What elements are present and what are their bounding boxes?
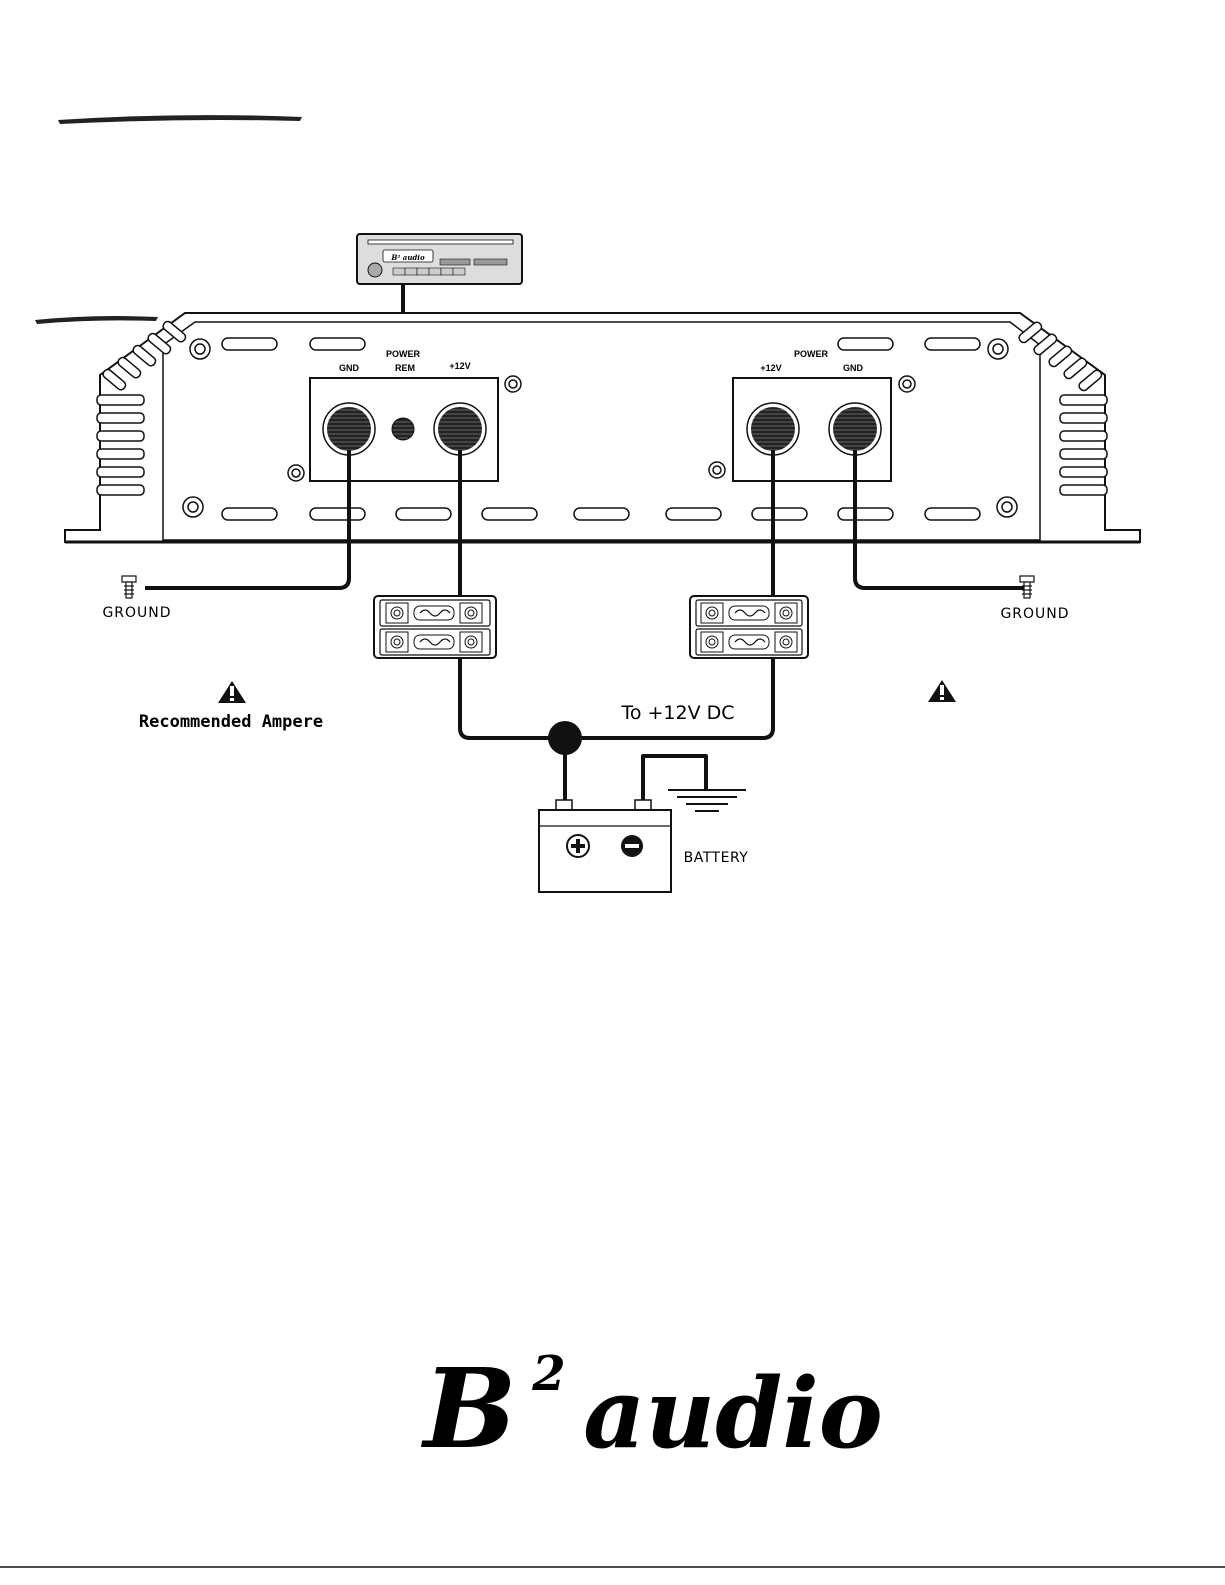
ground-symbol-icon	[668, 790, 746, 811]
right-plus12-label: +12V	[760, 363, 781, 373]
brush-stroke-mid	[35, 316, 158, 324]
terminal-plus12-left	[434, 403, 486, 455]
plus-terminal-icon	[567, 835, 589, 857]
logo-sup: 2	[531, 1346, 565, 1402]
ground-bolt-left	[122, 576, 136, 598]
wire-junction	[548, 721, 582, 755]
battery-label: BATTERY	[684, 850, 749, 866]
wire-fuse-right-to-junction	[565, 658, 773, 738]
terminal-rem	[392, 418, 414, 440]
fuse-holder-icon	[374, 596, 496, 658]
fuse-holder-icon	[690, 596, 808, 658]
warning-icon	[218, 681, 246, 703]
recommended-ampere-label: Recommended Ampere	[139, 712, 323, 732]
to-dc-label: To +12V DC	[620, 702, 734, 724]
terminal-plus12-right	[747, 403, 799, 455]
ground-label-right: GROUND	[1000, 606, 1069, 622]
battery	[539, 800, 671, 892]
left-plus12-label: +12V	[449, 361, 470, 371]
right-gnd-label: GND	[843, 363, 864, 373]
left-gnd-label: GND	[339, 363, 360, 373]
warning-icon	[928, 680, 956, 702]
right-power-label: POWER	[794, 349, 829, 359]
wire-battery-negative	[643, 756, 706, 802]
terminal-gnd-right	[829, 403, 881, 455]
logo-main: B	[421, 1344, 517, 1473]
amplifier	[65, 313, 1140, 542]
brush-stroke-top	[58, 115, 302, 124]
wire-fuse-left-to-junction	[460, 658, 565, 738]
minus-terminal-icon	[621, 835, 643, 857]
brand-logo: B 2 audio	[421, 1344, 883, 1473]
left-power-label: POWER	[386, 349, 421, 359]
ground-label-left: GROUND	[102, 605, 171, 621]
head-unit: B² audio	[357, 234, 522, 284]
head-unit-brand: B² audio	[390, 253, 425, 262]
terminal-gnd-left	[323, 403, 375, 455]
left-rem-label: REM	[395, 363, 415, 373]
logo-word: audio	[583, 1357, 883, 1470]
